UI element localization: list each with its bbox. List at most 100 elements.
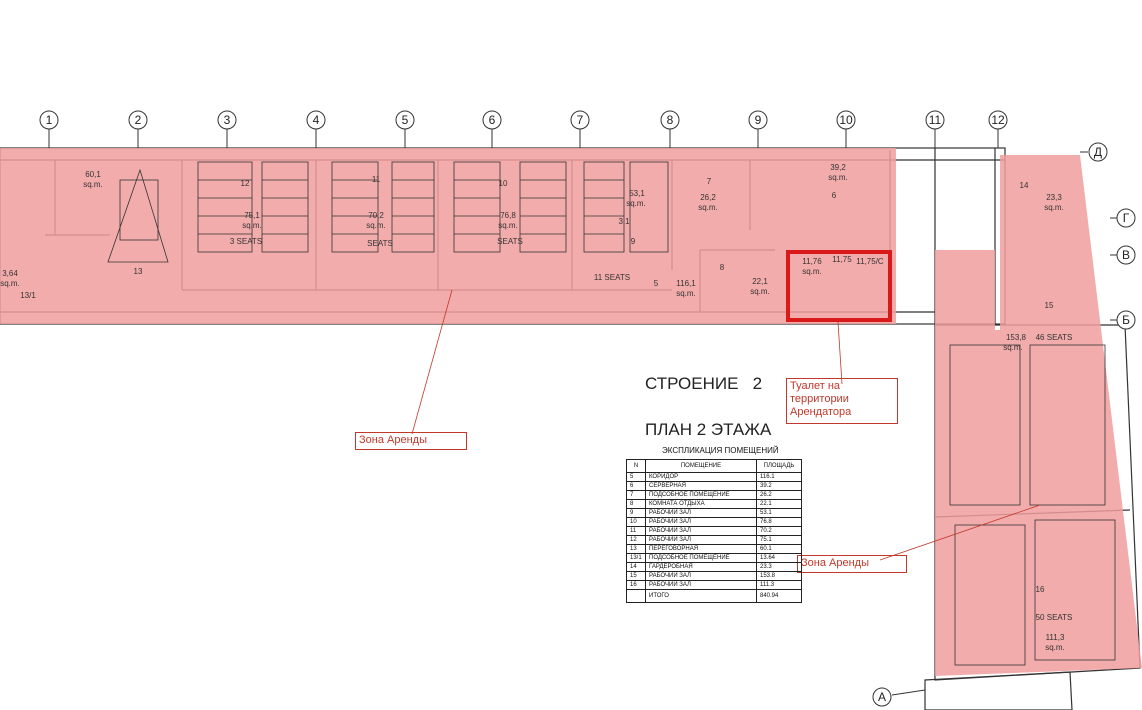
lease-zones [0,148,1142,676]
room-10-num: 10 [499,179,508,188]
explication-cell-n: 7 [626,490,646,500]
explication-cell-n: 9 [626,508,646,518]
leader-lines [411,289,1041,561]
room-70-area: 70,2 [368,211,384,220]
building-heading: СТРОЕНИЕ 2 [645,374,763,393]
axis-label-a: А [878,690,886,704]
axis-label-3: 3 [224,113,231,127]
axis-label-v: В [1122,248,1130,262]
explication-cell-n: 15 [626,571,646,581]
axis-label-10: 10 [839,113,853,127]
room-13-num: 13 [134,267,143,276]
explication-cell-area: 153.8 [756,571,802,581]
room-153-seats: 46 SEATS [1036,333,1073,342]
room-364-area: 3,64 [2,269,18,278]
explication-cell-room: КОМНАТА ОТДЫХА [645,499,757,509]
room-26-area: 26,2 [700,193,716,202]
room-70-seats: SEATS [367,239,393,248]
room-76-unit: sq.m. [498,221,518,230]
room-16-num: 16 [1036,585,1045,594]
explication-cell-area: 76.8 [756,517,802,527]
floor-plan-heading: ПЛАН 2 ЭТАЖА [645,420,772,439]
explication-cell-area: 53.1 [756,508,802,518]
axis-labels: 1 2 3 4 5 6 7 8 9 10 11 12 Д Г В Б А [46,113,1130,704]
room-11-76-unit: sq.m. [802,267,822,276]
room-364-unit: sq.m. [0,279,20,288]
room-6-num: 6 [832,191,837,200]
explication-cell-room: СЕРВЕРНАЯ [645,481,757,491]
explication-cell-n: 13 [626,544,646,554]
axis-label-b: Б [1122,313,1130,327]
explication-cell-area: 70.2 [756,526,802,536]
axis-label-9: 9 [755,113,762,127]
room-75-unit: sq.m. [242,221,262,230]
axis-label-4: 4 [313,113,320,127]
explication-cell-area: 22.1 [756,499,802,509]
lease-zone-callout-2: Зона Аренды [797,555,907,573]
explication-total-value: 840.94 [756,589,802,603]
toilet-block [786,250,892,322]
explication-cell-n: 13/1 [626,553,646,563]
explication-header-room: ПОМЕЩЕНИЕ [645,459,757,473]
axis-label-g: Г [1123,211,1130,225]
room-75-seats: 3 SEATS [230,237,262,246]
explication-cell-area: 111.3 [756,580,802,590]
room-13-1-num: 13/1 [20,291,36,300]
lease-zone-stair [935,250,995,330]
room-39-unit: sq.m. [828,173,848,182]
room-39-area: 39,2 [830,163,846,172]
explication-header-n: N [626,459,646,473]
room-8-num: 8 [720,263,725,272]
explication-cell-room: РАБОЧИЙ ЗАЛ [645,580,757,590]
axis-label-11: 11 [929,113,942,127]
axis-label-d: Д [1094,145,1102,159]
lease-zone-callout-1: Зона Аренды [355,432,467,450]
toilet-callout: Туалет на территории Арендатора [786,378,898,424]
explication-cell-room: ГАРДЕРОБНАЯ [645,562,757,572]
explication-cell-room: РАБОЧИЙ ЗАЛ [645,535,757,545]
room-76-area: 76,8 [500,211,516,220]
explication-cell-n: 5 [626,472,646,482]
room-53-area2: 3,1 [618,217,630,226]
room-5-seats: 11 SEATS [594,273,630,282]
explication-cell-n: 6 [626,481,646,491]
explication-cell-area: 26.2 [756,490,802,500]
explication-cell-room: РАБОЧИЙ ЗАЛ [645,571,757,581]
room-116-area: 116,1 [676,279,696,288]
explication-total-label: ИТОГО [645,589,757,603]
lease-zone-east [935,155,1142,676]
explication-header-row: N ПОМЕЩЕНИЕ ПЛОЩАДЬ [626,459,802,473]
room-14-num: 14 [1020,181,1029,190]
explication-cell-room: ПОДСОБНОЕ ПОМЕЩЕНИЕ [645,553,757,563]
explication-cell-n: 16 [626,580,646,590]
room-23-unit: sq.m. [1044,203,1064,212]
room-116-unit: sq.m. [676,289,696,298]
explication-cell-room: РАБОЧИЙ ЗАЛ [645,508,757,518]
room-22-area: 22,1 [752,277,768,286]
explication-cell-area: 116.1 [756,472,802,482]
explication-cell-room: РАБОЧИЙ ЗАЛ [645,517,757,527]
explication-caption: ЭКСПЛИКАЦИЯ ПОМЕЩЕНИЙ [662,446,779,455]
room-75-area: 75,1 [244,211,260,220]
explication-cell-n: 12 [626,535,646,545]
room-76-seats: SEATS [497,237,523,246]
explication-header-area: ПЛОЩАДЬ [756,459,802,473]
room-7-num: 7 [707,177,712,186]
explication-cell-room: ПЕРЕГОВОРНАЯ [645,544,757,554]
room-111-unit: sq.m. [1045,643,1065,652]
room-53-unit: sq.m. [626,199,646,208]
room-9-num: 9 [631,237,636,246]
